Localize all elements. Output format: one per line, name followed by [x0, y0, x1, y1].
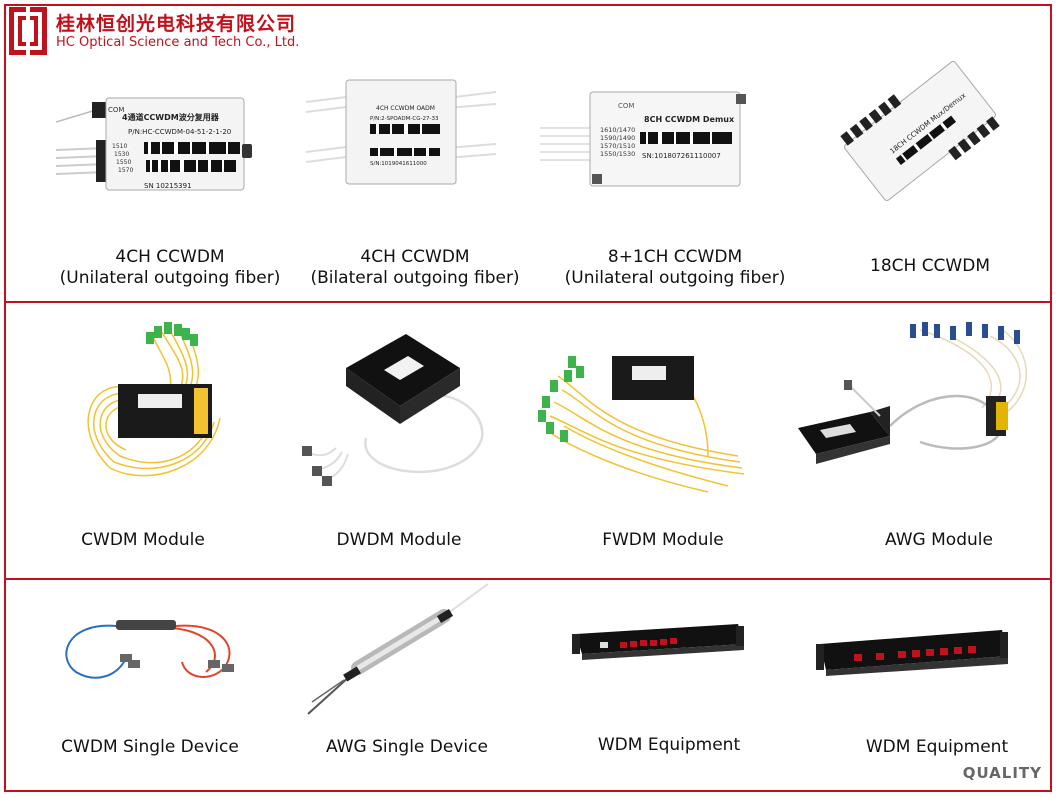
caption-wdm-equipment-2: WDM Equipment [834, 737, 1040, 758]
svg-text:8CH CCWDM Demux: 8CH CCWDM Demux [644, 115, 735, 124]
wdm-equipment-1u-image [572, 624, 744, 660]
product-cwdm-single-device[interactable] [56, 608, 246, 692]
svg-text:COM: COM [108, 106, 124, 114]
product-awg-module[interactable] [790, 316, 1040, 486]
cwdm-module-image [87, 322, 221, 477]
cwdm-single-device-image [65, 620, 234, 679]
caption-dwdm-module: DWDM Module [296, 530, 502, 551]
product-fwdm-module[interactable] [528, 336, 758, 496]
company-name-cn: 桂林恒创光电科技有限公司 [56, 13, 297, 35]
caption-4ch-ccwdm-unilateral: 4CH CCWDM (Unilateral outgoing fiber) [40, 247, 300, 289]
svg-text:1570: 1570 [118, 167, 133, 174]
product-wdm-equipment-2[interactable] [814, 626, 1010, 678]
product-dwdm-module[interactable] [296, 328, 496, 490]
product-4ch-ccwdm-unilateral[interactable]: COM 4通道CCWDM波分复用器 P/N:HC-CCWDM-04-51-2-1… [56, 92, 256, 202]
caption-18ch-ccwdm: 18CH CCWDM [830, 256, 1030, 277]
caption-line-2: (Unilateral outgoing fiber) [564, 268, 786, 288]
caption-line-1: WDM Equipment [597, 735, 741, 755]
caption-line-1: FWDM Module [602, 530, 724, 550]
caption-4ch-ccwdm-bilateral: 4CH CCWDM (Bilateral outgoing fiber) [280, 247, 550, 289]
caption-line-1: 8+1CH CCWDM [607, 247, 743, 267]
svg-text:1570/1510: 1570/1510 [600, 142, 635, 150]
caption-cwdm-single-device: CWDM Single Device [36, 737, 264, 758]
svg-text:1530: 1530 [114, 151, 129, 158]
caption-line-1: AWG Module [885, 530, 993, 550]
caption-line-1: AWG Single Device [326, 737, 488, 757]
caption-line-1: WDM Equipment [865, 737, 1009, 757]
caption-line-2: (Bilateral outgoing fiber) [310, 268, 520, 288]
row-divider-2 [4, 578, 1052, 580]
svg-text:1550: 1550 [116, 159, 131, 166]
svg-text:P/N:2-SPOADM-CG-27-33: P/N:2-SPOADM-CG-27-33 [370, 116, 439, 122]
product-8plus1ch-ccwdm[interactable]: COM 8CH CCWDM Demux 1610/1470 1590/1490 … [540, 86, 760, 196]
caption-line-1: 18CH CCWDM [870, 256, 990, 276]
ccwdm-8plus1ch-image: COM 8CH CCWDM Demux 1610/1470 1590/1490 … [540, 91, 746, 187]
ccwdm-18ch-image: 18CH CCWDM Mux/Demux [840, 61, 1000, 201]
svg-text:COM: COM [618, 102, 634, 110]
dwdm-module-image [302, 334, 484, 486]
product-awg-single-device[interactable] [304, 580, 494, 720]
svg-text:P/N:HC-CCWDM-04-51-2-1-20: P/N:HC-CCWDM-04-51-2-1-20 [128, 128, 231, 136]
caption-line-2: (Unilateral outgoing fiber) [59, 268, 281, 288]
product-wdm-equipment-1[interactable] [570, 620, 746, 664]
svg-text:SN 10215391: SN 10215391 [144, 182, 192, 190]
product-18ch-ccwdm[interactable]: 18CH CCWDM Mux/Demux [820, 46, 1020, 216]
caption-line-1: DWDM Module [336, 530, 462, 550]
svg-text:S/N:1019041611000: S/N:1019041611000 [370, 161, 427, 167]
svg-text:1610/1470: 1610/1470 [600, 126, 635, 134]
product-cwdm-module[interactable] [70, 318, 230, 480]
caption-8plus1ch-ccwdm: 8+1CH CCWDM (Unilateral outgoing fiber) [540, 247, 810, 289]
caption-line-1: 4CH CCWDM [360, 247, 470, 267]
product-4ch-ccwdm-bilateral[interactable]: 4CH CCWDM OADM P/N:2-SPOADM-CG-27-33 S/N… [306, 62, 496, 222]
awg-single-device-image [307, 583, 489, 715]
fwdm-module-image [538, 356, 745, 493]
svg-text:4CH CCWDM OADM: 4CH CCWDM OADM [376, 105, 435, 112]
caption-wdm-equipment-1: WDM Equipment [566, 735, 772, 756]
caption-awg-single-device: AWG Single Device [304, 737, 510, 758]
caption-line-1: 4CH CCWDM [115, 247, 225, 267]
page-frame [4, 4, 1052, 792]
row-divider-1 [4, 301, 1052, 303]
svg-text:1590/1490: 1590/1490 [600, 134, 635, 142]
ccwdm-4ch-bilateral-image: 4CH CCWDM OADM P/N:2-SPOADM-CG-27-33 S/N… [306, 79, 496, 185]
quality-label: QUALITY [962, 764, 1042, 782]
svg-text:1510: 1510 [112, 143, 127, 150]
caption-cwdm-module: CWDM Module [40, 530, 246, 551]
svg-text:1550/1530: 1550/1530 [600, 150, 635, 158]
company-name-en: HC Optical Science and Tech Co., Ltd. [56, 35, 300, 50]
svg-text:4通道CCWDM波分复用器: 4通道CCWDM波分复用器 [122, 112, 220, 122]
ccwdm-4ch-unilateral-image: COM 4通道CCWDM波分复用器 P/N:HC-CCWDM-04-51-2-1… [56, 97, 252, 191]
caption-line-1: CWDM Single Device [61, 737, 239, 757]
wdm-equipment-rack-image [816, 630, 1008, 676]
svg-text:SN:101807261110007: SN:101807261110007 [642, 152, 721, 160]
company-logo-icon [9, 7, 47, 55]
awg-module-image [798, 322, 1027, 464]
caption-fwdm-module: FWDM Module [560, 530, 766, 551]
caption-line-1: CWDM Module [81, 530, 205, 550]
caption-awg-module: AWG Module [836, 530, 1042, 551]
